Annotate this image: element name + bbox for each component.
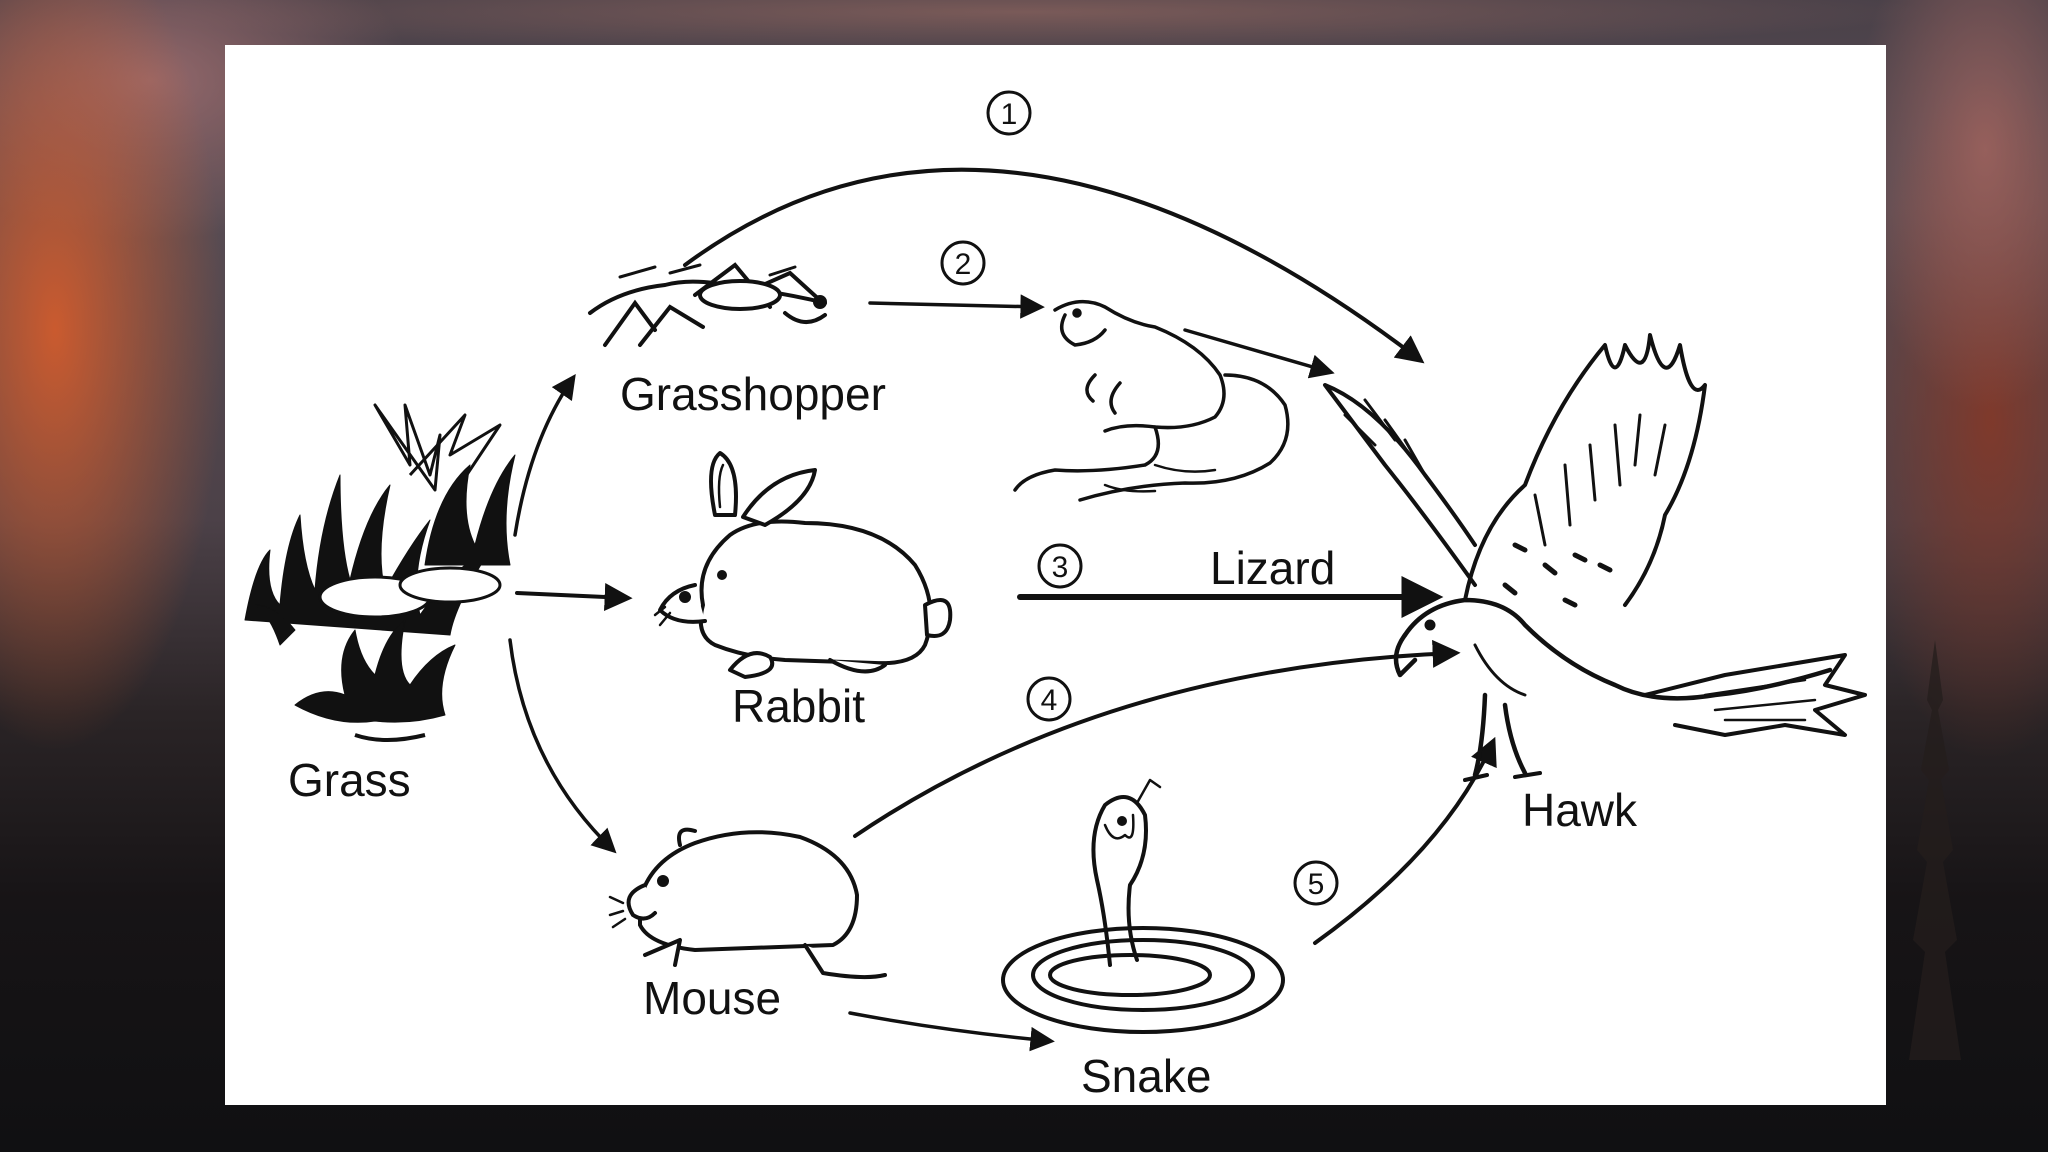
marker-2-label: 2 [955, 248, 972, 281]
marker-3-label: 3 [1052, 551, 1069, 584]
grasshopper-label: Grasshopper [620, 368, 886, 420]
hawk-drawing [1323, 333, 1867, 782]
marker-2-circle [940, 240, 986, 286]
marker-4-label: 4 [1041, 684, 1058, 717]
snake-label: Snake [1081, 1050, 1212, 1102]
rabbit-drawing [653, 451, 953, 679]
snake-drawing [1001, 778, 1285, 1034]
marker-1-circle [986, 90, 1032, 136]
marker-4-circle [1026, 676, 1072, 722]
grass-drawing [244, 403, 516, 742]
mouse-label: Mouse [643, 972, 782, 1024]
arrow-1-grasshopper-to-hawk [683, 167, 1425, 364]
food-web-drawing: 1 2 3 4 5 [244, 90, 1867, 1052]
grasshopper-drawing [588, 262, 827, 347]
arrow-5-snake-to-hawk [1313, 736, 1497, 945]
rabbit-label: Rabbit [732, 680, 865, 732]
marker-5-label: 5 [1308, 868, 1325, 901]
marker-5-circle [1293, 860, 1339, 906]
arrow-grass-to-rabbit [515, 582, 633, 611]
arrow-2-grasshopper-to-lizard [868, 294, 1045, 319]
grass-label: Grass [288, 754, 411, 806]
arrow-grass-to-grasshopper [513, 373, 576, 537]
mouse-drawing [608, 827, 887, 980]
marker-1-label: 1 [1001, 98, 1018, 131]
lizard-label: Lizard [1210, 542, 1336, 594]
background-tree-silhouette [1909, 640, 1961, 1060]
marker-3-circle [1037, 543, 1083, 589]
arrow-lizard-to-hawk [1183, 328, 1335, 379]
hawk-label: Hawk [1522, 784, 1638, 836]
lizard-drawing [1013, 300, 1290, 502]
arrow-grass-to-mouse [508, 638, 617, 854]
arrow-mouse-to-snake [848, 1011, 1055, 1052]
food-web-diagram: 1 2 3 4 5 [225, 45, 1886, 1105]
arrow-4-mouse-to-hawk [853, 639, 1461, 838]
